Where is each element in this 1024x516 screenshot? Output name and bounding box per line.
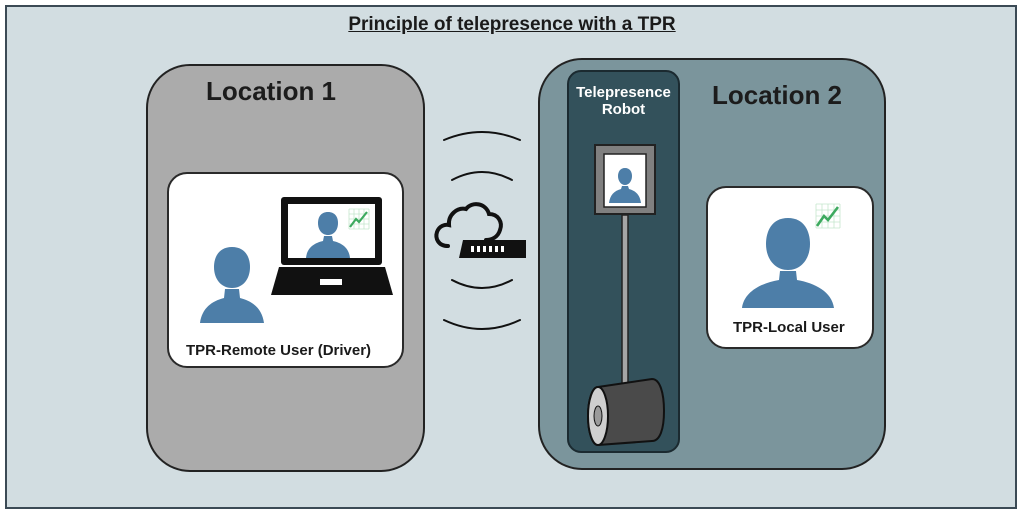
robot-title-line-1: Telepresence (576, 84, 671, 101)
local-user-person-icon (742, 218, 834, 308)
telepresence-robot-icon (586, 144, 666, 447)
laptop-chart-icon (348, 208, 370, 230)
local-user-chart-icon (815, 203, 841, 229)
robot-title-line-2: Robot (601, 101, 646, 118)
remote-user-person-icon (200, 247, 264, 323)
signal-waves-icon (443, 131, 521, 330)
diagram-title: Principle of telepresence with a TPR (348, 14, 676, 35)
location-2-title: Location 2 (712, 80, 843, 110)
local-user-label: TPR-Local User (733, 319, 845, 336)
laptop-screen-person-icon (306, 212, 350, 258)
router-icon (459, 240, 526, 258)
cloud-icon (434, 202, 503, 248)
remote-user-label: TPR-Remote User (Driver) (186, 342, 372, 359)
telepresence-robot-title: Telepresence Robot (567, 84, 680, 118)
location-1-title: Location 1 (206, 76, 337, 106)
